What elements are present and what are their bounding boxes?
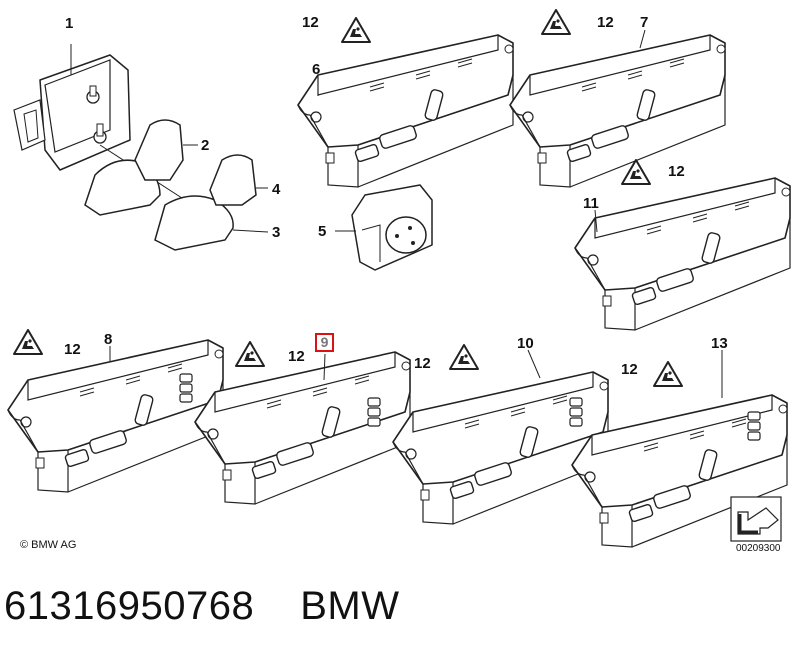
label-5: 5 xyxy=(318,223,326,240)
part-1-drawing xyxy=(13,44,186,201)
copyright-text: © BMW AG xyxy=(20,539,77,551)
label-7: 7 xyxy=(640,14,648,31)
part-5-drawing xyxy=(335,184,433,271)
label-12-d: 12 xyxy=(64,341,81,358)
part-6-drawing xyxy=(297,17,514,188)
footer: 61316950768 BMW xyxy=(4,584,399,629)
label-2: 2 xyxy=(201,137,209,154)
part-10-drawing xyxy=(392,344,609,525)
part-13-drawing xyxy=(571,350,788,548)
label-8: 8 xyxy=(104,331,112,348)
label-3: 3 xyxy=(272,224,280,241)
highlighted-part-box[interactable] xyxy=(315,333,334,352)
part-9-drawing xyxy=(194,341,411,505)
label-12-f: 12 xyxy=(414,355,431,372)
label-12-b: 12 xyxy=(597,14,614,31)
diagram-id: 00209300 xyxy=(736,543,781,554)
label-12-a: 12 xyxy=(302,14,319,31)
label-13: 13 xyxy=(711,335,728,352)
part-8-drawing xyxy=(7,329,224,493)
label-12-e: 12 xyxy=(288,348,305,365)
label-1: 1 xyxy=(65,15,73,32)
label-9[interactable]: 9 xyxy=(320,334,329,350)
part-7-drawing xyxy=(509,9,726,188)
part-number: 61316950768 xyxy=(4,584,255,628)
label-10: 10 xyxy=(517,335,534,352)
label-12-c: 12 xyxy=(668,163,685,180)
label-6: 6 xyxy=(312,61,320,78)
label-11: 11 xyxy=(583,195,599,212)
knob-drawings xyxy=(84,119,269,251)
part-11-drawing xyxy=(574,159,791,331)
label-4: 4 xyxy=(272,181,281,198)
brand-name: BMW xyxy=(300,584,400,628)
diagram-reference-box xyxy=(730,496,782,542)
label-12-g: 12 xyxy=(621,361,638,378)
